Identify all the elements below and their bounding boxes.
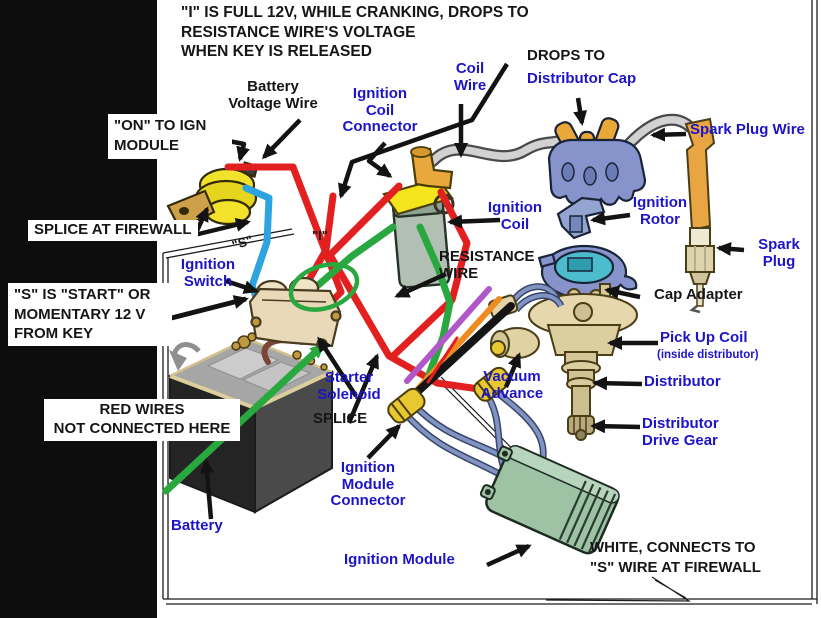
note-on-to-ign-module: "ON" TO IGN MODULE [108, 114, 232, 159]
label-pick-up-coil: Pick Up Coil [660, 329, 748, 346]
label-battery-voltage-wire: Battery Voltage Wire [228, 78, 318, 112]
label-ignition-module: Ignition Module [344, 551, 455, 568]
label-ignition-switch: Ignition Switch [180, 256, 236, 290]
label-cap-adapter: Cap Adapter [654, 286, 743, 303]
note-top: "I" IS FULL 12V, WHILE CRANKING, DROPS T… [181, 4, 529, 61]
label-vacuum-advance: Vacuum Advance [480, 368, 544, 402]
label-spark-plug: Spark Plug [758, 236, 800, 270]
label-battery: Battery [171, 517, 223, 534]
label-ignition-module-connector: Ignition Module Connector [330, 459, 406, 509]
label-ignition-coil: Ignition Coil [487, 199, 543, 233]
note-splice-at-firewall: SPLICE AT FIREWALL [28, 220, 198, 241]
label-spark-plug-wire: Spark Plug Wire [690, 121, 805, 138]
label-coil-wire: Coil Wire [453, 60, 487, 94]
wire-bundle [398, 286, 515, 410]
ignition-module-graphic [479, 445, 620, 555]
label-distributor-cap: Distributor Cap [527, 70, 637, 87]
note-drops-to: DROPS TO [527, 47, 606, 64]
spark-plug-graphic [684, 117, 716, 314]
label-ignition-rotor: Ignition Rotor [632, 194, 688, 228]
distributor-cap-graphic [547, 117, 647, 208]
green-circle-highlight [288, 262, 360, 312]
label-starter-solenoid: Starter Solenoid [317, 369, 381, 403]
label-distributor-drive-gear: Distributor Drive Gear [642, 415, 719, 449]
note-splice: SPLICE [313, 410, 368, 427]
note-red-wires: RED WIRES NOT CONNECTED HERE [44, 399, 240, 441]
wire-connector-graphics [387, 366, 511, 424]
wire-green-battery [162, 342, 326, 495]
label-distributor: Distributor [644, 373, 721, 390]
ignition-rotor-graphic [556, 196, 606, 240]
note-resistance-wire: RESISTANCE WIRE [439, 248, 535, 282]
note-s-is-start: "S" IS "START" OR MOMENTARY 12 V FROM KE… [8, 283, 172, 346]
wire-tag-i: "I" [312, 228, 328, 243]
note-white-connects: WHITE, CONNECTS TO "S" WIRE AT FIREWALL [590, 539, 761, 576]
callout-arrows [139, 62, 745, 568]
label-pick-up-coil-sub: (inside distributor) [657, 349, 759, 361]
starter-solenoid-graphic [248, 276, 342, 350]
label-ignition-coil-connector: Ignition Coil Connector [342, 85, 418, 135]
